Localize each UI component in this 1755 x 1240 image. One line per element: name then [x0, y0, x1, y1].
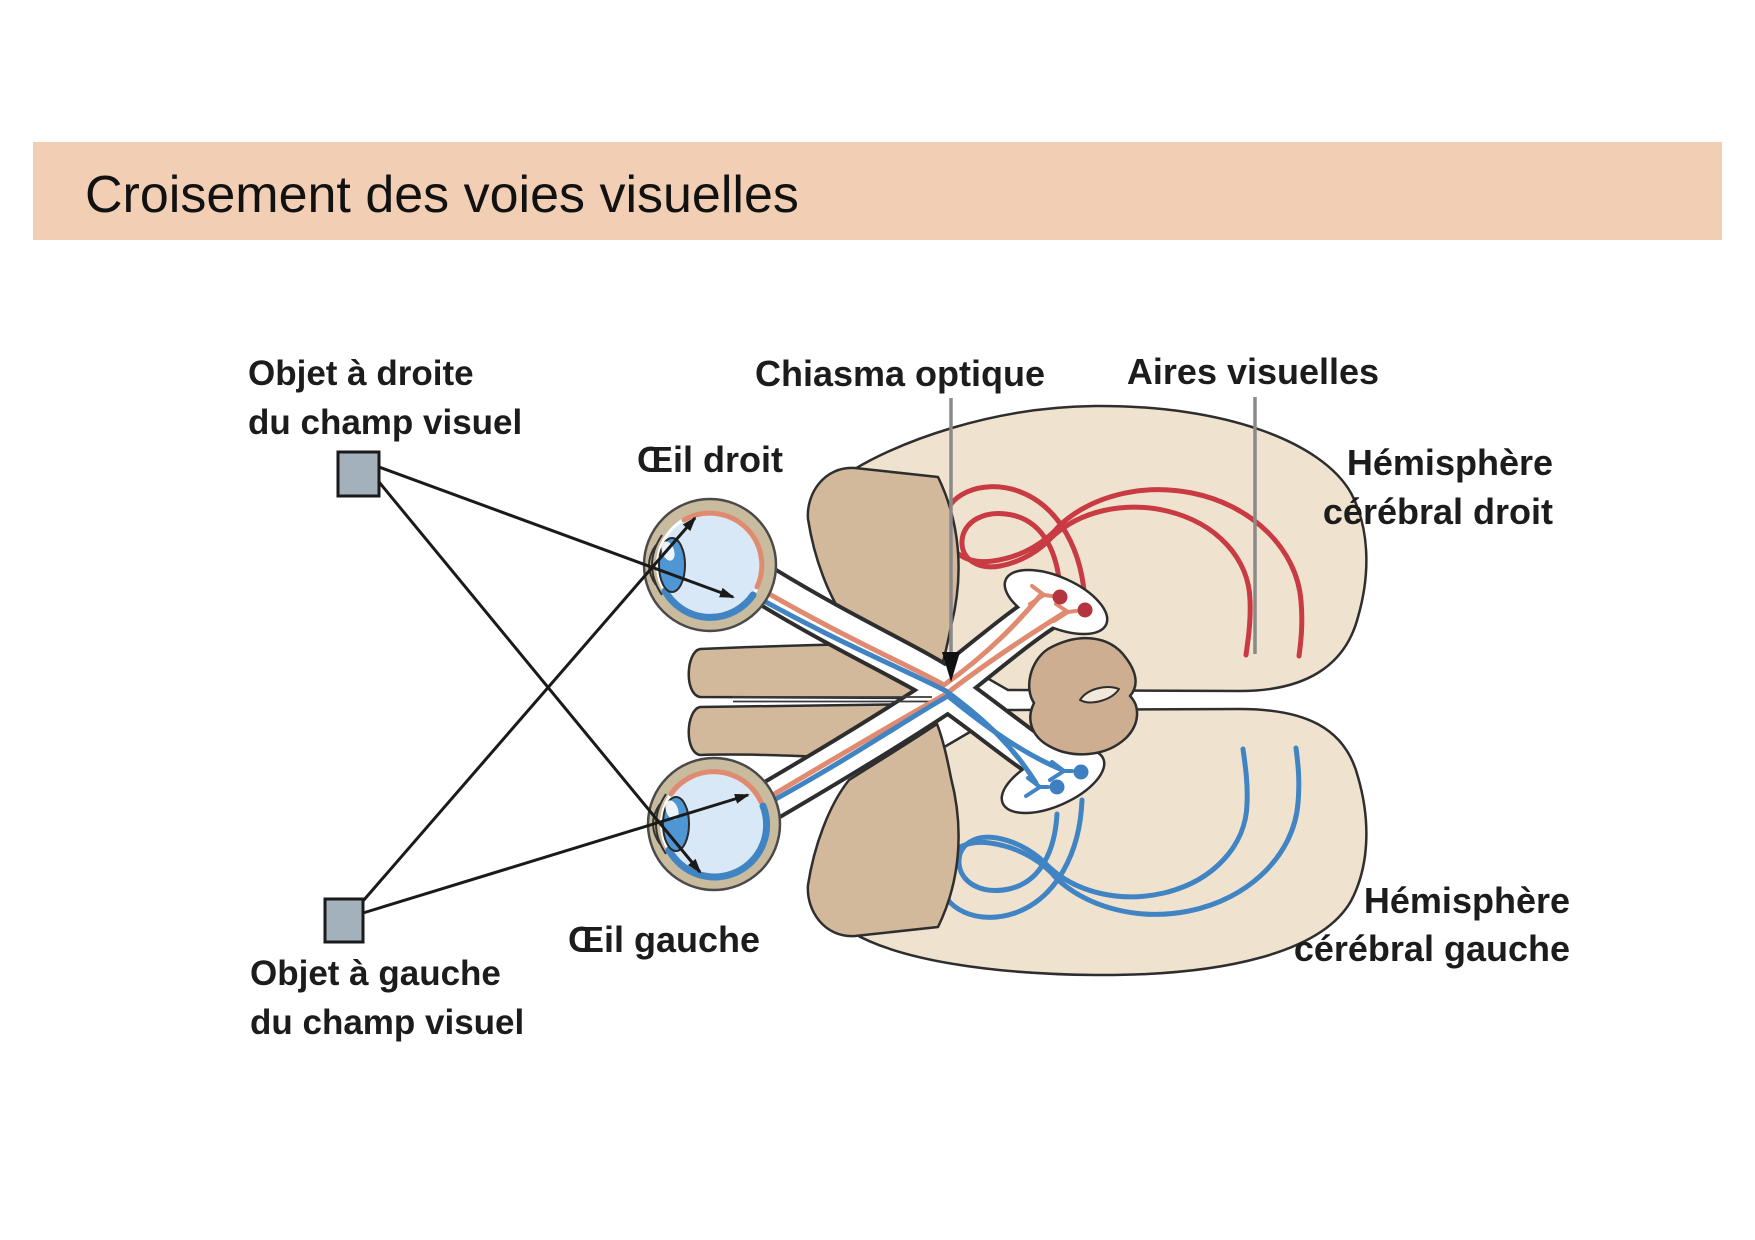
label-objet-droite-line2: du champ visuel	[248, 403, 522, 442]
lens-highlight	[665, 800, 679, 820]
nerve-fibres	[750, 584, 1067, 809]
label-hemisphere-gauche-line2: cérébral gauche	[1294, 928, 1570, 969]
fibre-salmon-from-right-eye	[754, 584, 1043, 688]
diagram-labels: Objet à droite du champ visuel Œil droit…	[248, 351, 1570, 1042]
relay-dot-blue-1	[1049, 779, 1065, 795]
left-eye	[646, 756, 782, 892]
pointer-lines	[942, 397, 1257, 682]
sight-line-left-object-to-right-eye	[361, 516, 697, 902]
object-square-right-field	[336, 450, 381, 498]
lgn-synapses	[1024, 584, 1093, 798]
label-objet-gauche-line1: Objet à gauche	[250, 954, 501, 993]
label-oeil-droit: Œil droit	[637, 439, 783, 480]
midline-lines	[733, 696, 932, 703]
retina-salmon-arc	[681, 510, 765, 590]
midbrain-aqueduct	[1079, 686, 1120, 704]
chiasma-arrowhead-icon	[942, 652, 960, 682]
optic-radiation-red	[941, 484, 1305, 659]
retina-blue-arc	[665, 802, 771, 881]
frontal-wedge-bottom	[806, 722, 960, 938]
label-objet-droite-line1: Objet à droite	[248, 354, 474, 393]
page-title: Croisement des voies visuelles	[85, 166, 799, 224]
eye-vitreous	[659, 514, 761, 616]
label-hemisphere-droit-line2: cérébral droit	[1323, 491, 1553, 532]
sight-lines	[361, 465, 750, 915]
label-objet-gauche-line2: du champ visuel	[250, 1003, 524, 1042]
label-chiasma-optique: Chiasma optique	[755, 353, 1045, 394]
relay-dot-red-1	[1052, 589, 1068, 605]
fibre-blue-from-left-eye	[760, 693, 1063, 809]
sight-line-right-object-to-right-eye	[378, 465, 735, 599]
label-hemisphere-droit-line1: Hémisphère	[1347, 442, 1553, 483]
retina-blue-arc	[661, 587, 757, 621]
title-bar-background	[33, 142, 1722, 240]
relay-dot-red-2	[1077, 602, 1093, 618]
right-eye	[642, 497, 778, 633]
sight-line-right-object-to-left-eye	[377, 481, 702, 874]
fibre-salmon-from-left-eye-crossing	[758, 610, 1067, 805]
relay-dot-blue-2	[1073, 764, 1089, 780]
brain-illustration	[687, 404, 1368, 977]
label-hemisphere-gauche-line1: Hémisphère	[1364, 880, 1570, 921]
optic-radiation-blue	[938, 745, 1302, 920]
label-aires-visuelles: Aires visuelles	[1127, 351, 1379, 392]
fibre-blue-from-right-eye-crossing	[750, 592, 1039, 786]
title-bar: Croisement des voies visuelles	[33, 142, 1722, 240]
label-oeil-gauche: Œil gauche	[568, 919, 760, 960]
sight-line-left-object-to-left-eye	[362, 793, 750, 915]
retina-salmon-arc	[668, 769, 764, 805]
cornea-arc-outer	[651, 534, 663, 596]
object-square-left-field	[323, 897, 365, 944]
